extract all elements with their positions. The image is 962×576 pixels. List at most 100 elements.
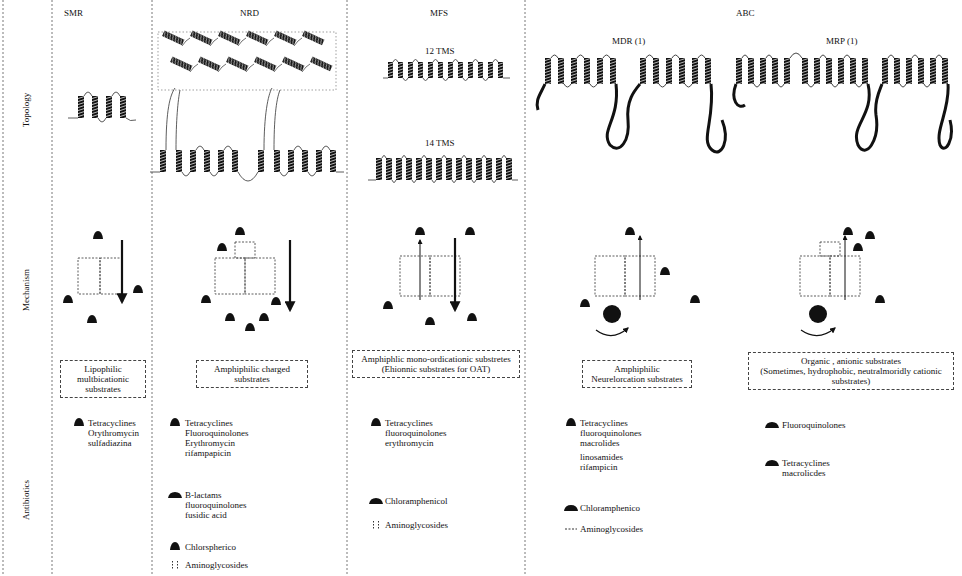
membrane-helix <box>190 31 212 46</box>
antibiotic-name: Chloramphenicol <box>385 496 448 506</box>
membrane-helix <box>942 58 948 84</box>
membrane-helix <box>150 31 344 181</box>
antibiotic-marker <box>369 498 383 504</box>
membrane-helix <box>930 58 936 84</box>
membrane-helix <box>772 58 778 84</box>
efflux-arrow <box>121 240 123 302</box>
antibiotic-marker <box>371 418 381 426</box>
column-divider <box>152 0 153 576</box>
column-header: NRD <box>240 8 259 18</box>
antibiotic-name: fluoroquinolones <box>580 428 642 438</box>
membrane-helix <box>537 84 725 152</box>
column-header: MRP (1) <box>826 36 857 46</box>
substrate-symbol <box>201 295 211 303</box>
membrane-helix <box>850 58 856 84</box>
membrane-helix <box>426 158 432 180</box>
substrate-box: Amphiphlic mono-ordicationic substretes(… <box>352 350 520 378</box>
membrane-helix <box>383 60 510 81</box>
antibiotic-name: Chloramphenico <box>580 503 640 513</box>
efflux-arrow <box>122 236 845 336</box>
column-divider <box>3 0 4 576</box>
membrane-helix <box>640 58 646 84</box>
membrane-helix <box>274 31 296 46</box>
substrate-symbol <box>865 231 875 239</box>
membrane-helix <box>68 92 136 122</box>
membrane-helix <box>862 58 868 84</box>
antibiotic-name: Tetracyclines <box>385 418 433 428</box>
membrane-helix <box>537 55 725 152</box>
substrate-symbol <box>259 313 269 321</box>
antibiotic-name: Erythromycin <box>185 438 235 448</box>
membrane-helix <box>310 57 332 72</box>
topology-label: 12 TMS <box>425 46 455 56</box>
row-label: Mechanism <box>21 269 31 311</box>
antibiotic-name: Tetracyclines <box>782 458 830 468</box>
membrane-helix <box>396 158 402 180</box>
efflux-arrow <box>289 240 291 310</box>
membrane-helix <box>736 58 742 84</box>
substrate-symbol <box>843 227 853 235</box>
membrane-helix <box>558 58 564 84</box>
membrane-helix <box>742 53 942 87</box>
membrane-helix <box>486 158 492 180</box>
transporter-sketch <box>235 242 255 258</box>
substrate-text: (Ehionnic substrates for OAT) <box>358 364 514 374</box>
antibiotic-marker <box>373 521 379 529</box>
membrane-helix <box>438 62 443 78</box>
substrate-symbol <box>465 227 475 235</box>
membrane-helix <box>918 58 924 84</box>
membrane-helix <box>218 150 224 172</box>
membrane-helix <box>906 58 912 84</box>
membrane-helix <box>254 57 276 72</box>
antibiotic-name: erythromycin <box>385 438 434 448</box>
substrate-symbol <box>467 313 477 321</box>
transporter-sketch <box>595 256 625 296</box>
membrane-helix <box>448 62 453 78</box>
antibiotic-marker <box>765 422 779 428</box>
membrane-helix <box>468 62 473 78</box>
substrate-box: Amphiphilic charged substrates <box>196 360 308 388</box>
membrane-helix <box>597 58 603 84</box>
membrane-helix <box>302 150 308 172</box>
substrate-symbol <box>660 267 670 275</box>
antibiotic-name: macrolicdes <box>782 468 825 478</box>
substrate-symbol <box>415 227 425 235</box>
row-label: Antibiotics <box>21 480 31 520</box>
membrane-helix <box>190 150 196 172</box>
membrane-helix <box>802 58 808 84</box>
antibiotic-marker <box>564 505 578 511</box>
membrane-helix <box>182 38 310 72</box>
antibiotic-marker <box>765 460 779 466</box>
antibiotic-name: Fluoroquinolones <box>782 420 846 430</box>
membrane-helix <box>106 96 112 118</box>
substrate-symbol <box>87 315 97 323</box>
topology-label: 14 TMS <box>425 138 455 148</box>
column-divider <box>525 0 526 576</box>
transporter-sketch <box>78 258 100 294</box>
column-header: ABC <box>736 8 755 18</box>
transporter-sketch <box>400 256 430 296</box>
antibiotic-name: Tetracyclines <box>88 418 136 428</box>
membrane-helix <box>170 57 192 72</box>
substrate-text: Amphiphilic charged substrates <box>202 364 302 384</box>
substrate-box: Amphiphilic Neurelorcation substrates <box>582 360 692 388</box>
membrane-helix <box>838 58 844 84</box>
membrane-helix <box>388 62 393 78</box>
membrane-helix <box>368 60 518 183</box>
antibiotic-name: Aminoglycosides <box>185 560 248 570</box>
membrane-helix <box>282 57 304 72</box>
antibiotic-marker <box>74 418 779 569</box>
membrane-helix <box>436 158 442 180</box>
atp-circle <box>809 305 827 323</box>
membrane-helix <box>478 62 483 78</box>
membrane-helix <box>428 62 433 78</box>
membrane-helix <box>476 158 482 180</box>
column-header: MFS <box>430 8 448 18</box>
row-label: Topology <box>21 93 31 127</box>
efflux-arrow <box>640 236 641 300</box>
membrane-helix <box>330 150 336 172</box>
membrane-helix <box>545 58 551 84</box>
membrane-helix <box>158 32 336 90</box>
membrane-helix <box>274 150 280 172</box>
efflux-arrow <box>845 236 846 300</box>
